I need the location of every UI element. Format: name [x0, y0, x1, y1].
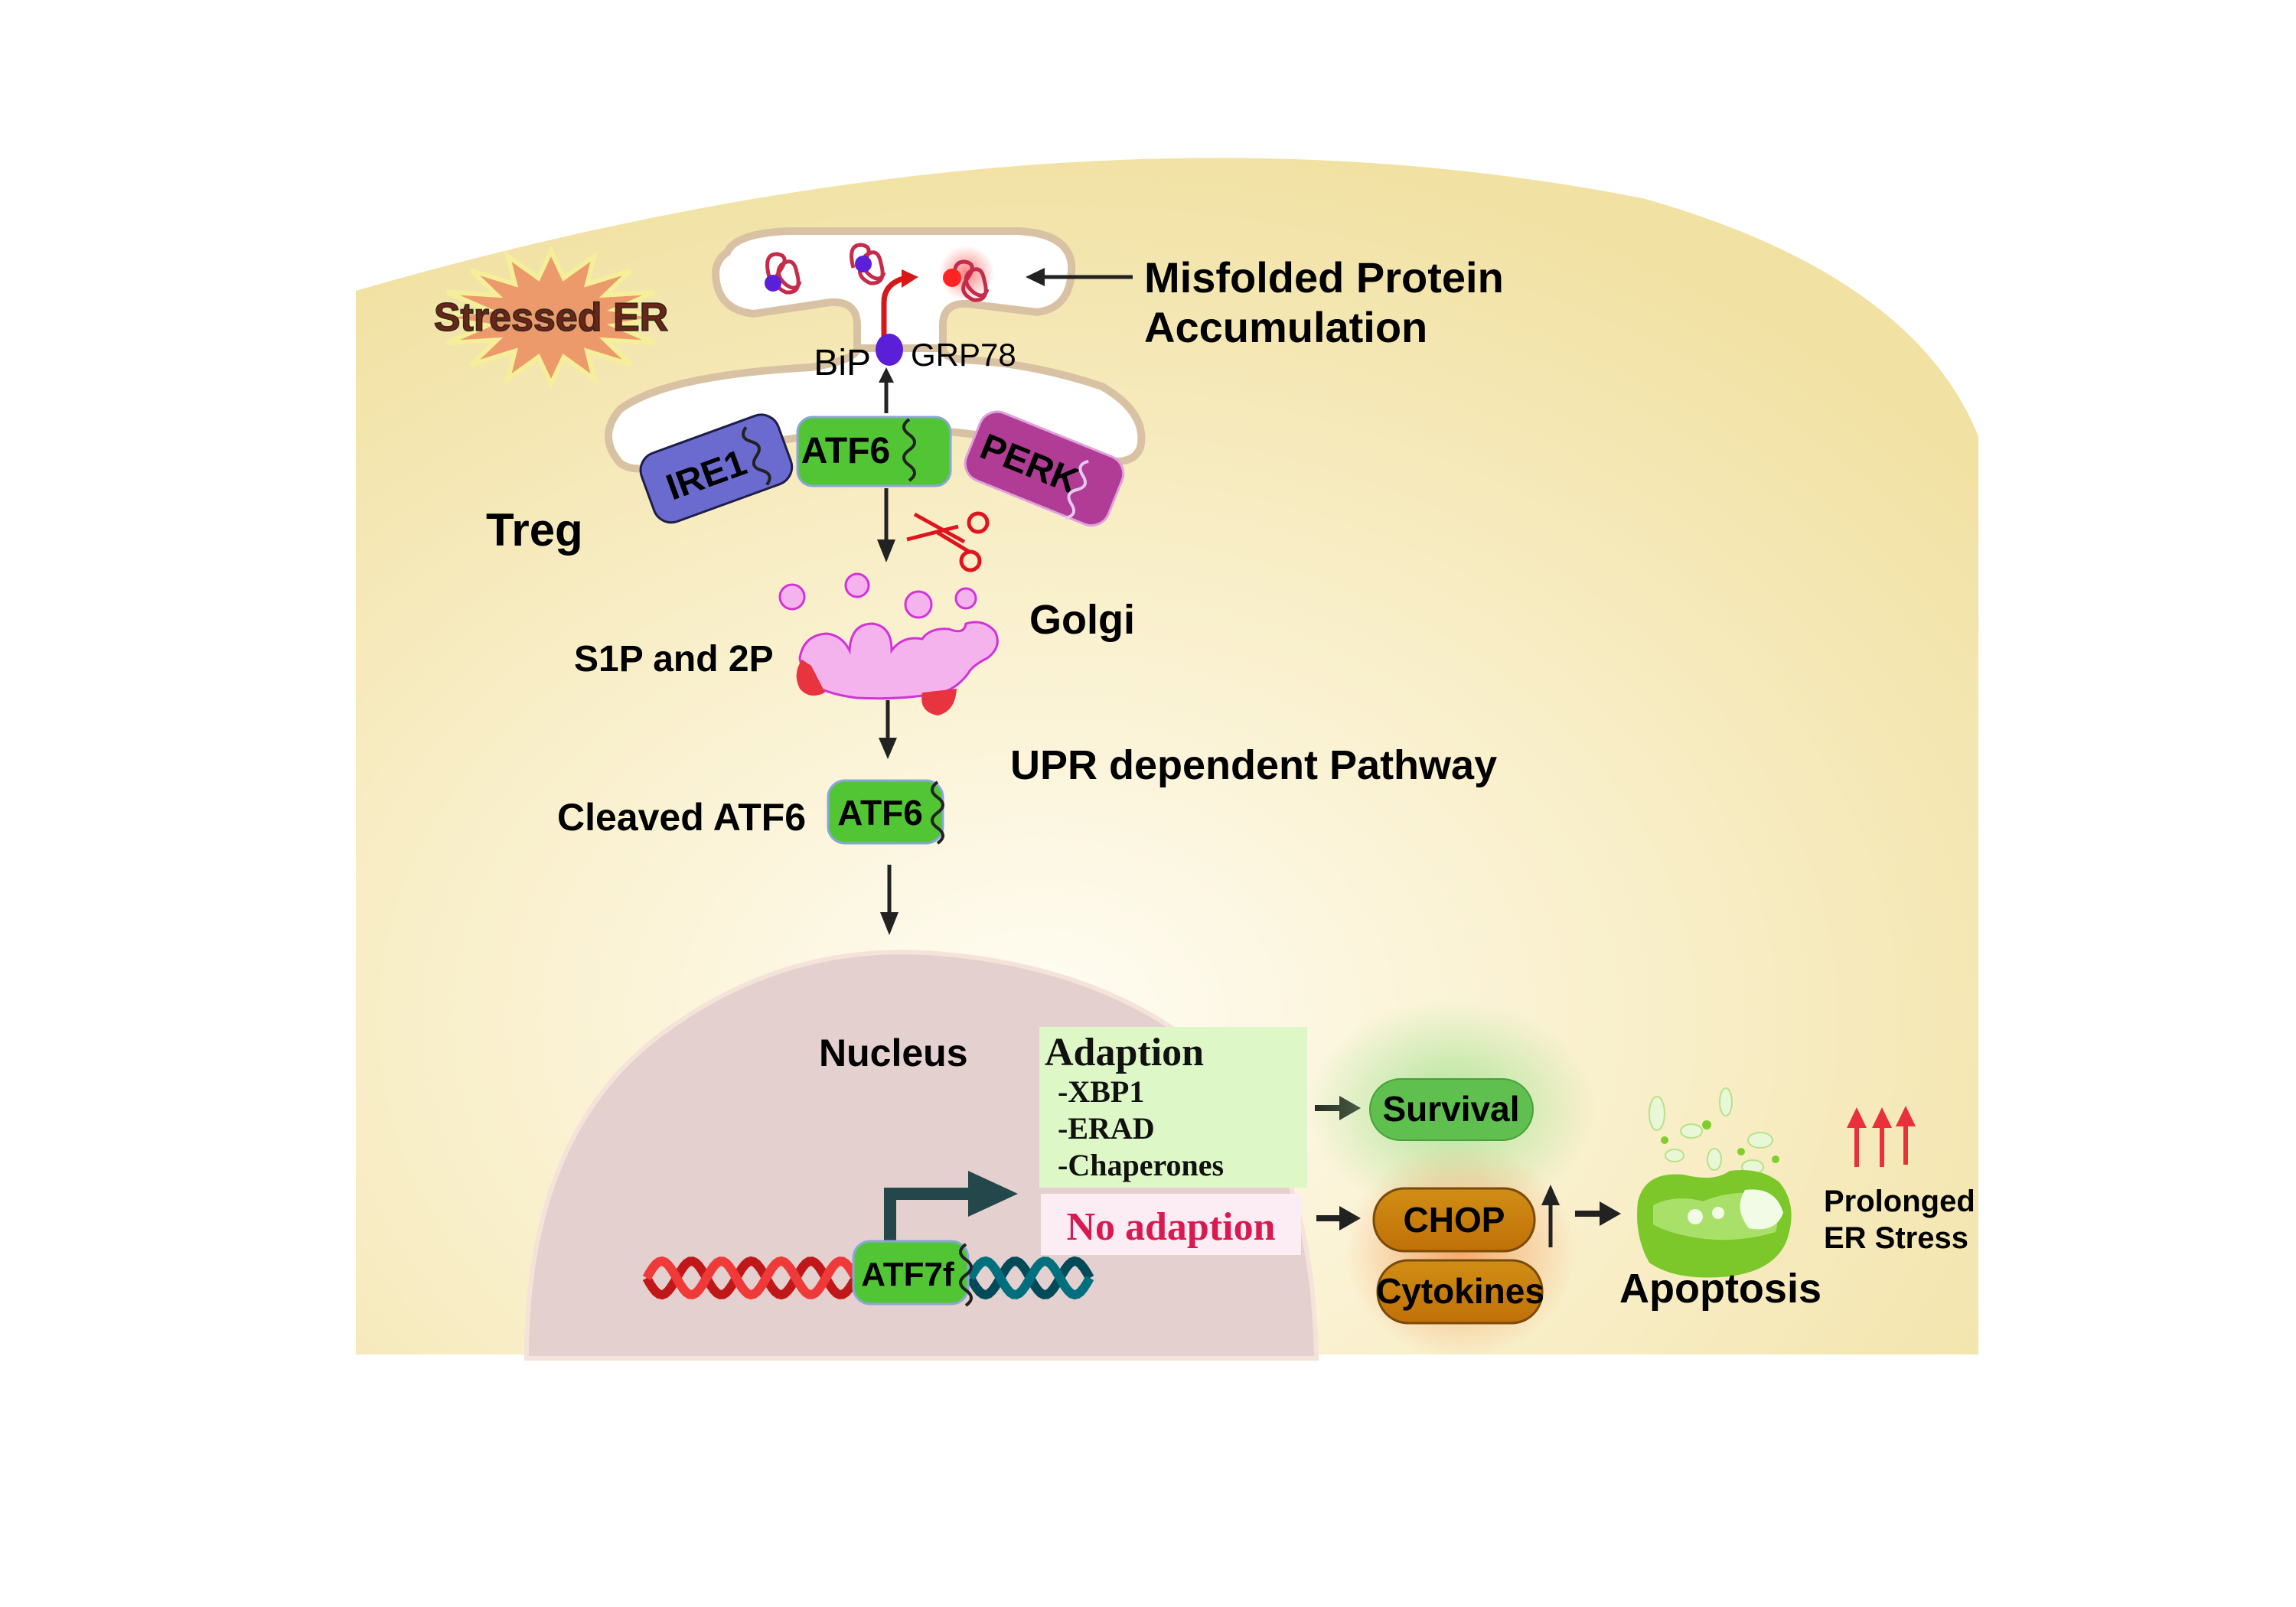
arrow-head-icon: [968, 1171, 1018, 1217]
adaption-item: -ERAD: [1058, 1111, 1155, 1146]
misfolded-label-line2: Accumulation: [1144, 303, 1427, 351]
svg-text:ATF6: ATF6: [837, 793, 923, 833]
grp78-label: GRP78: [911, 337, 1016, 373]
adaption-title: Adaption: [1045, 1031, 1204, 1074]
prolonged-label-line2: ER Stress: [1824, 1221, 1968, 1255]
chop-label: CHOP: [1404, 1200, 1505, 1240]
apoptosis-label: Apoptosis: [1619, 1266, 1821, 1312]
cytokines-label: Cytokines: [1376, 1271, 1544, 1311]
golgi-label: Golgi: [1029, 597, 1135, 643]
cleaved-atf6-protein: ATF6: [827, 779, 944, 845]
scissors-icon: [906, 511, 990, 572]
bip-grp78-icon: [876, 334, 903, 366]
arrow-head-icon: [877, 539, 895, 562]
no-adaption-box: [1041, 1194, 1301, 1255]
bip-release-arrow: [881, 275, 905, 337]
nucleus-label: Nucleus: [819, 1032, 968, 1074]
arrow-head-icon: [880, 912, 899, 935]
apoptotic-cell-icon: [1637, 1087, 1792, 1278]
ire1-receptor: IRE1: [639, 413, 794, 524]
arrow-head-icon: [879, 367, 894, 383]
arrow-head-icon: [1541, 1185, 1560, 1205]
stress-increase-arrows-icon: [1847, 1106, 1916, 1167]
arrow-head-icon: [1600, 1201, 1621, 1226]
s1p-protease-icon: [796, 660, 825, 696]
adaption-box: [1039, 1027, 1307, 1188]
stressed-er-burst-icon: [438, 246, 664, 390]
s2p-protease-icon: [921, 689, 957, 715]
misfolded-protein-icon: [765, 243, 994, 302]
prolonged-label-line1: Prolonged: [1824, 1185, 1975, 1218]
arrow-head-icon: [879, 738, 897, 759]
s1p-2p-label: S1P and 2P: [574, 639, 774, 680]
bip-label: BiP: [814, 343, 871, 383]
misfolded-red-icon: [943, 269, 961, 287]
svg-text:ATF6: ATF6: [801, 431, 890, 471]
bip-bound-icon: [855, 256, 872, 272]
atf7f-protein: ATF7f: [852, 1240, 973, 1307]
dna-helix-icon: [642, 1256, 1094, 1300]
adaption-item: -Chaperones: [1058, 1148, 1224, 1182]
svg-text:ATF7f: ATF7f: [861, 1256, 954, 1293]
treg-label: Treg: [486, 504, 583, 556]
misfolded-label-line1: Misfolded Protein: [1144, 253, 1504, 302]
arrow-head-icon: [1339, 1206, 1361, 1231]
cytokines-badge: [1376, 1259, 1544, 1325]
transcription-arrow: [884, 1188, 972, 1246]
survival-badge: [1369, 1078, 1534, 1141]
atf6-receptor: ATF6: [796, 416, 952, 487]
arrow-head-icon: [1026, 268, 1045, 286]
survival-label: Survival: [1383, 1089, 1520, 1129]
adaption-item: -XBP1: [1058, 1074, 1144, 1109]
bip-bound-icon: [765, 275, 781, 292]
upr-pathway-label: UPR dependent Pathway: [1010, 742, 1497, 788]
cleaved-atf6-label: Cleaved ATF6: [557, 796, 806, 839]
stressed-er-label: Stressed ER: [434, 295, 668, 340]
arrow-head-icon: [902, 269, 918, 288]
no-adaption-label: No adaption: [1066, 1205, 1275, 1249]
chop-badge: [1372, 1187, 1536, 1253]
